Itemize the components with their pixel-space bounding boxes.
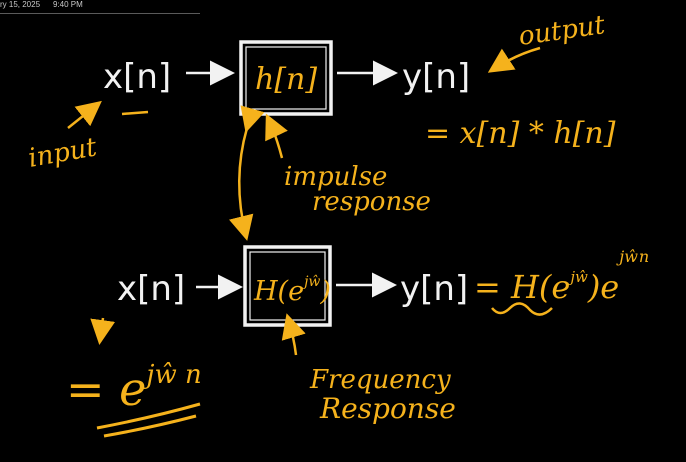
output-pointer-arrow — [487, 46, 541, 73]
impulse-pointer-arrow — [265, 113, 288, 159]
impulse-label-line1: impulse — [284, 162, 387, 192]
bottom-block-label-base: H(e — [253, 276, 304, 307]
frequency-pointer-arrow — [281, 313, 306, 356]
note-header: ry 15, 2025 9:40 PM — [0, 0, 686, 12]
bottom-output-signal: y[n] — [400, 269, 468, 309]
input-label: input — [26, 132, 100, 174]
input-substitution-arrow — [90, 317, 116, 345]
input-eq-base: = e — [66, 362, 146, 416]
input-underline — [121, 110, 149, 116]
bottom-input-signal: x[n] — [117, 269, 185, 309]
top-block-label: h[n] — [255, 62, 317, 97]
frequency-label-line2: Response — [319, 392, 456, 425]
bottom-eq-mid: )e — [587, 268, 619, 306]
frequency-label-line1: Frequency — [309, 365, 451, 395]
bottom-eq-sup2: jŵn — [616, 247, 649, 266]
input-eq-underline-2 — [103, 414, 197, 438]
input-pointer-arrow — [67, 100, 102, 129]
bottom-block-label-close: ) — [319, 276, 331, 307]
input-eq-sup: jŵ n — [141, 360, 201, 390]
impulse-label-line2: response — [312, 187, 431, 217]
output-label: output — [517, 10, 608, 52]
bottom-block-label-sup: jŵ — [301, 274, 320, 290]
bottom-eq-base: = H(e — [474, 268, 570, 306]
header-divider — [0, 13, 200, 14]
top-output-equation: = x[n] * h[n] — [425, 116, 616, 151]
bottom-block-label: H(ejŵ) — [253, 274, 331, 307]
bottom-eq-underline — [491, 302, 553, 316]
fourier-link-arrow — [229, 105, 265, 241]
top-input-signal: x[n] — [103, 57, 171, 97]
top-system-block-inner — [245, 46, 327, 110]
input-eq-underline-1 — [96, 402, 201, 430]
note-date: ry 15, 2025 — [0, 0, 41, 9]
note-time: 9:40 PM — [53, 0, 83, 9]
bottom-output-equation: = H(ejŵ)e jŵn — [474, 247, 649, 306]
bottom-eq-sup: jŵ — [567, 268, 588, 286]
input-equation: = ejŵ n — [66, 360, 202, 416]
top-output-signal: y[n] — [402, 57, 470, 97]
